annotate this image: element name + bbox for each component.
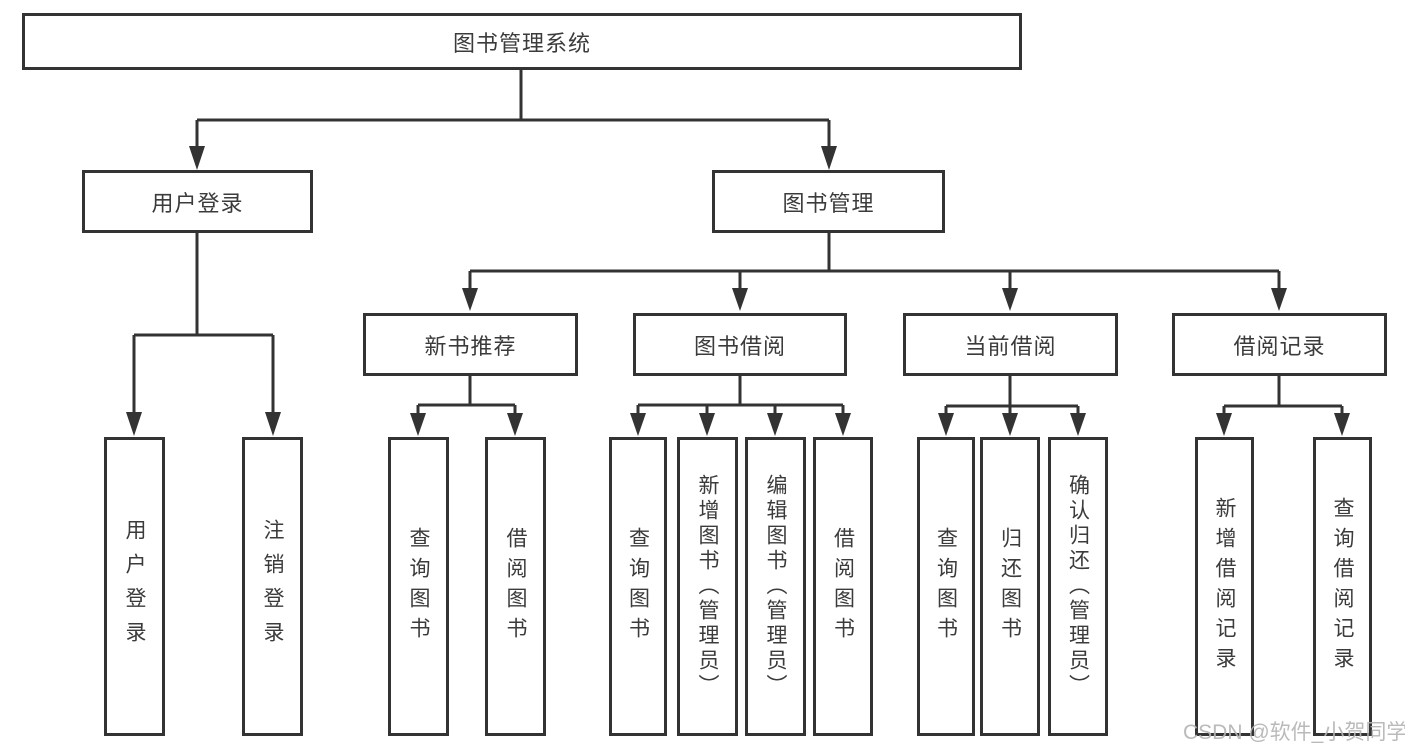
node-label: 借阅记录 <box>1233 333 1326 359</box>
node-label: 用户登录 <box>151 190 244 216</box>
leaf-logout: 注销登录 <box>242 437 303 736</box>
leaf-query-borrow-record: 查询借阅记录 <box>1313 437 1372 736</box>
node-label: 当前借阅 <box>964 333 1057 359</box>
node-current-borrowing: 当前借阅 <box>903 313 1118 376</box>
connector-borrow-records-children <box>1216 376 1350 436</box>
node-book-borrowing: 图书借阅 <box>633 313 847 376</box>
csdn-watermark: CSDN @软件_小贺同学 <box>1183 721 1405 744</box>
node-label: 用户登录 <box>123 518 146 655</box>
node-label: 查询图书 <box>934 526 958 647</box>
node-library-management-system: 图书管理系统 <box>22 13 1022 70</box>
connector-book-borrow-children <box>630 376 851 436</box>
leaf-query-books-recommend: 查询图书 <box>388 437 449 736</box>
connector-user-login-children <box>126 233 281 436</box>
leaf-borrow-book: 借阅图书 <box>813 437 873 736</box>
leaf-query-books-current: 查询图书 <box>917 437 975 736</box>
leaf-add-book-admin: 新增图书（管理员） <box>677 437 738 736</box>
node-label: 图书借阅 <box>693 333 786 359</box>
leaf-borrow-books-recommend: 借阅图书 <box>485 437 546 736</box>
connector-new-book-children <box>410 376 523 436</box>
connector-root-to-level2 <box>189 70 837 170</box>
node-label: 查询借阅记录 <box>1331 496 1354 677</box>
node-book-management: 图书管理 <box>712 170 945 233</box>
connector-book-management-children <box>462 233 1287 311</box>
node-label: 注销登录 <box>261 518 284 655</box>
node-borrowing-records: 借阅记录 <box>1172 313 1387 376</box>
leaf-user-login: 用户登录 <box>104 437 165 736</box>
node-label: 查询图书 <box>407 526 430 647</box>
node-label: 借阅图书 <box>831 526 855 647</box>
node-label: 新增借阅记录 <box>1213 496 1236 677</box>
node-new-book-recommendation: 新书推荐 <box>363 313 578 376</box>
node-label: 图书管理系统 <box>452 30 591 56</box>
leaf-add-borrow-record: 新增借阅记录 <box>1195 437 1254 736</box>
leaf-confirm-return-admin: 确认归还（管理员） <box>1048 437 1108 736</box>
node-label: 图书管理 <box>782 190 875 216</box>
leaf-query-books-borrow: 查询图书 <box>609 437 667 736</box>
connector-current-borrow-children <box>938 376 1086 436</box>
leaf-return-book: 归还图书 <box>980 437 1040 736</box>
node-label: 确认归还（管理员） <box>1066 474 1090 699</box>
node-label: 新增图书（管理员） <box>696 474 719 699</box>
leaf-edit-book-admin: 编辑图书（管理员） <box>745 437 806 736</box>
node-label: 归还图书 <box>998 526 1022 647</box>
node-label: 新书推荐 <box>424 333 517 359</box>
node-label: 编辑图书（管理员） <box>764 474 787 699</box>
node-user-login: 用户登录 <box>82 170 313 233</box>
node-label: 查询图书 <box>626 526 650 647</box>
node-label: 借阅图书 <box>504 526 527 647</box>
